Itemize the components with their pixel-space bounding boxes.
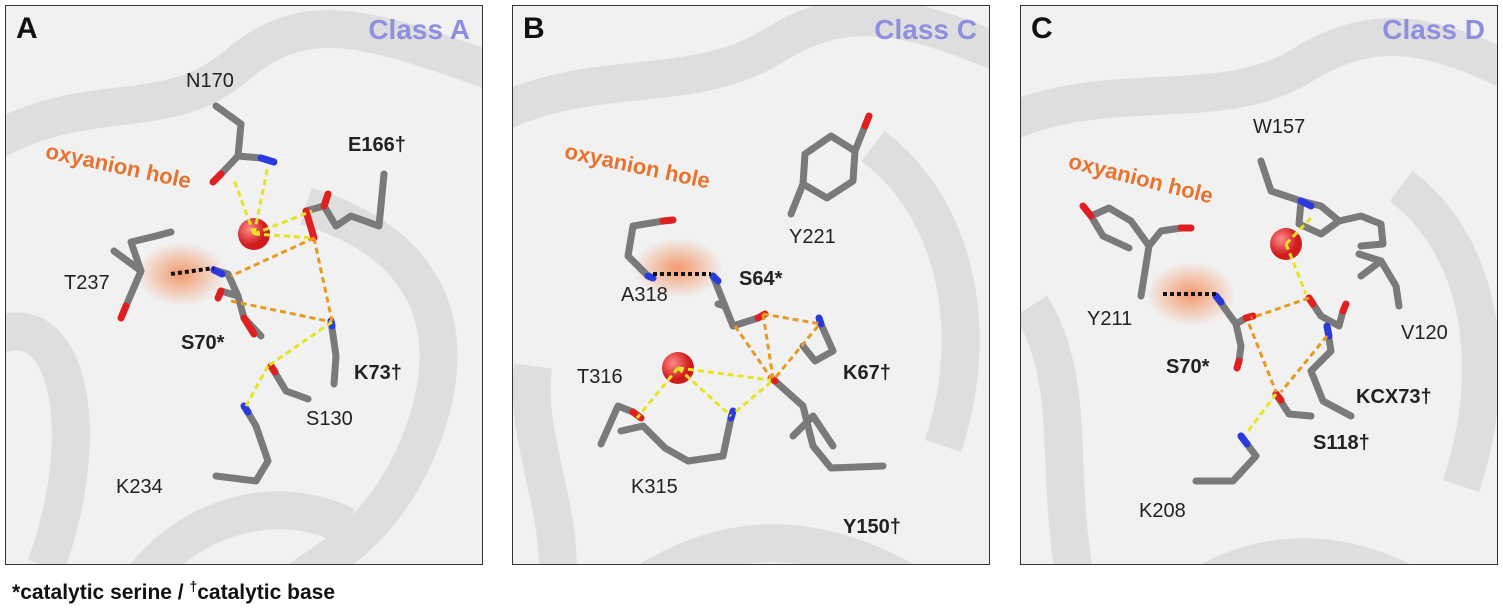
panel-c: C Class D oxyanion hole W157 Y211 V120 S… (1020, 5, 1498, 565)
residue-label-k208: K208 (1139, 500, 1186, 522)
hydrogen-bonds (1163, 216, 1329, 435)
residue-label-y211: Y211 (1087, 308, 1133, 330)
oxyanion-hole-glow (633, 238, 723, 298)
residue-label-s70: S70* (181, 332, 225, 354)
residue-sticks (597, 122, 887, 472)
protein-ribbon-background (513, 6, 989, 564)
residue-label-w157: W157 (1253, 116, 1306, 138)
atoms (1079, 197, 1350, 448)
residue-label-s64: S64* (739, 268, 783, 290)
residue-label-v120: V120 (1401, 322, 1448, 344)
protein-ribbon-background (6, 10, 482, 564)
class-label: Class C (874, 14, 977, 45)
footnote-star: * (12, 581, 21, 604)
hydrogen-bonds (170, 165, 334, 407)
footnote-dagger: † (189, 578, 198, 594)
panel-letter: C (1031, 12, 1053, 45)
panel-letter: B (523, 12, 545, 45)
footnote-base: catalytic base (197, 581, 336, 604)
residue-label-k315: K315 (631, 476, 678, 498)
residue-label-e166: E166† (348, 134, 406, 156)
residue-label-a318: A318 (621, 284, 668, 306)
residue-label-y150: Y150† (843, 516, 901, 538)
panel-letter: A (16, 12, 38, 45)
hydrogen-bonds (635, 272, 822, 419)
structure-drawing-a (6, 10, 482, 564)
panel-a: A Class A oxyanion hole N170 E166† T237 … (5, 5, 483, 565)
footnote: *catalytic serine / †catalytic base (12, 578, 335, 605)
residue-label-k73: K73† (354, 362, 402, 384)
protein-ribbon-background (1021, 18, 1497, 564)
residue-label-y221: Y221 (789, 226, 836, 248)
class-label: Class A (368, 14, 470, 45)
residue-label-n170: N170 (186, 70, 234, 92)
structure-drawing-b (513, 6, 989, 564)
structure-drawing-c (1021, 18, 1497, 564)
footnote-serine: catalytic serine / (20, 581, 190, 604)
residue-label-s130: S130 (306, 408, 353, 430)
residue-label-t237: T237 (64, 272, 110, 294)
residue-label-s118: S118† (1313, 432, 1370, 454)
residue-label-s70: S70* (1166, 356, 1210, 378)
residue-label-k67: K67† (843, 362, 891, 384)
class-label: Class D (1382, 14, 1485, 45)
residue-label-k234: K234 (116, 476, 163, 498)
residue-label-kcx73: KCX73† (1356, 386, 1432, 408)
residue-label-t316: T316 (577, 366, 623, 388)
panel-b: B Class C oxyanion hole Y221 A318 S64* T… (512, 5, 990, 565)
